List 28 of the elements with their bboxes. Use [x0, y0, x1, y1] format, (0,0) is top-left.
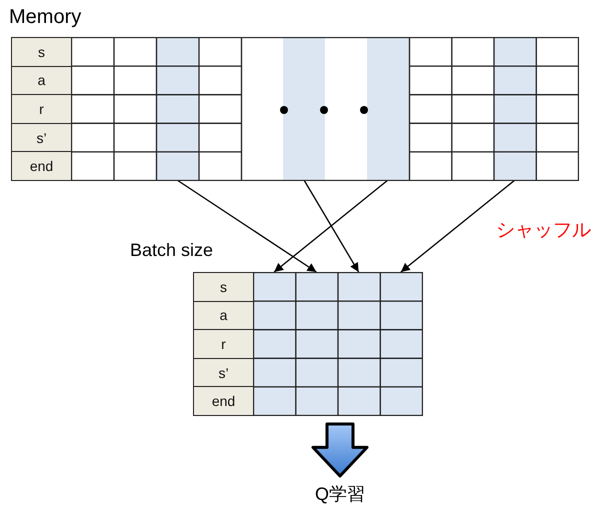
highlighted-column: [283, 37, 325, 180]
table: [11, 6, 579, 181]
arrow: [303, 180, 360, 272]
row-header-cell: end: [11, 151, 72, 181]
arrow: [400, 180, 516, 272]
highlighted-column: [295, 272, 338, 415]
row-header-cell: a: [11, 66, 72, 96]
highlighted-column: [156, 37, 198, 180]
row-header-cell: a: [193, 300, 254, 330]
highlighted-column: [494, 37, 536, 180]
annotation-text: シャッフル: [496, 219, 591, 243]
row-header-cell: s’: [11, 122, 72, 152]
row-header-cell: s’: [193, 358, 254, 388]
table-title: Batch size: [130, 240, 214, 261]
caption-text: Q学習: [300, 482, 380, 506]
highlighted-column: [380, 272, 422, 415]
arrow: [176, 179, 317, 273]
row-header-cell: s: [193, 272, 254, 302]
row-header-cell: s: [11, 37, 72, 67]
arrow: [274, 180, 388, 272]
row-header-cell: r: [193, 329, 254, 359]
table-title: Memory: [9, 6, 82, 29]
row-header-cell: end: [193, 386, 254, 416]
highlighted-column: [367, 37, 409, 180]
row-header-cell: r: [11, 94, 72, 124]
highlighted-column: [338, 272, 380, 415]
highlighted-column: [253, 272, 296, 415]
block-arrow: [312, 422, 368, 478]
